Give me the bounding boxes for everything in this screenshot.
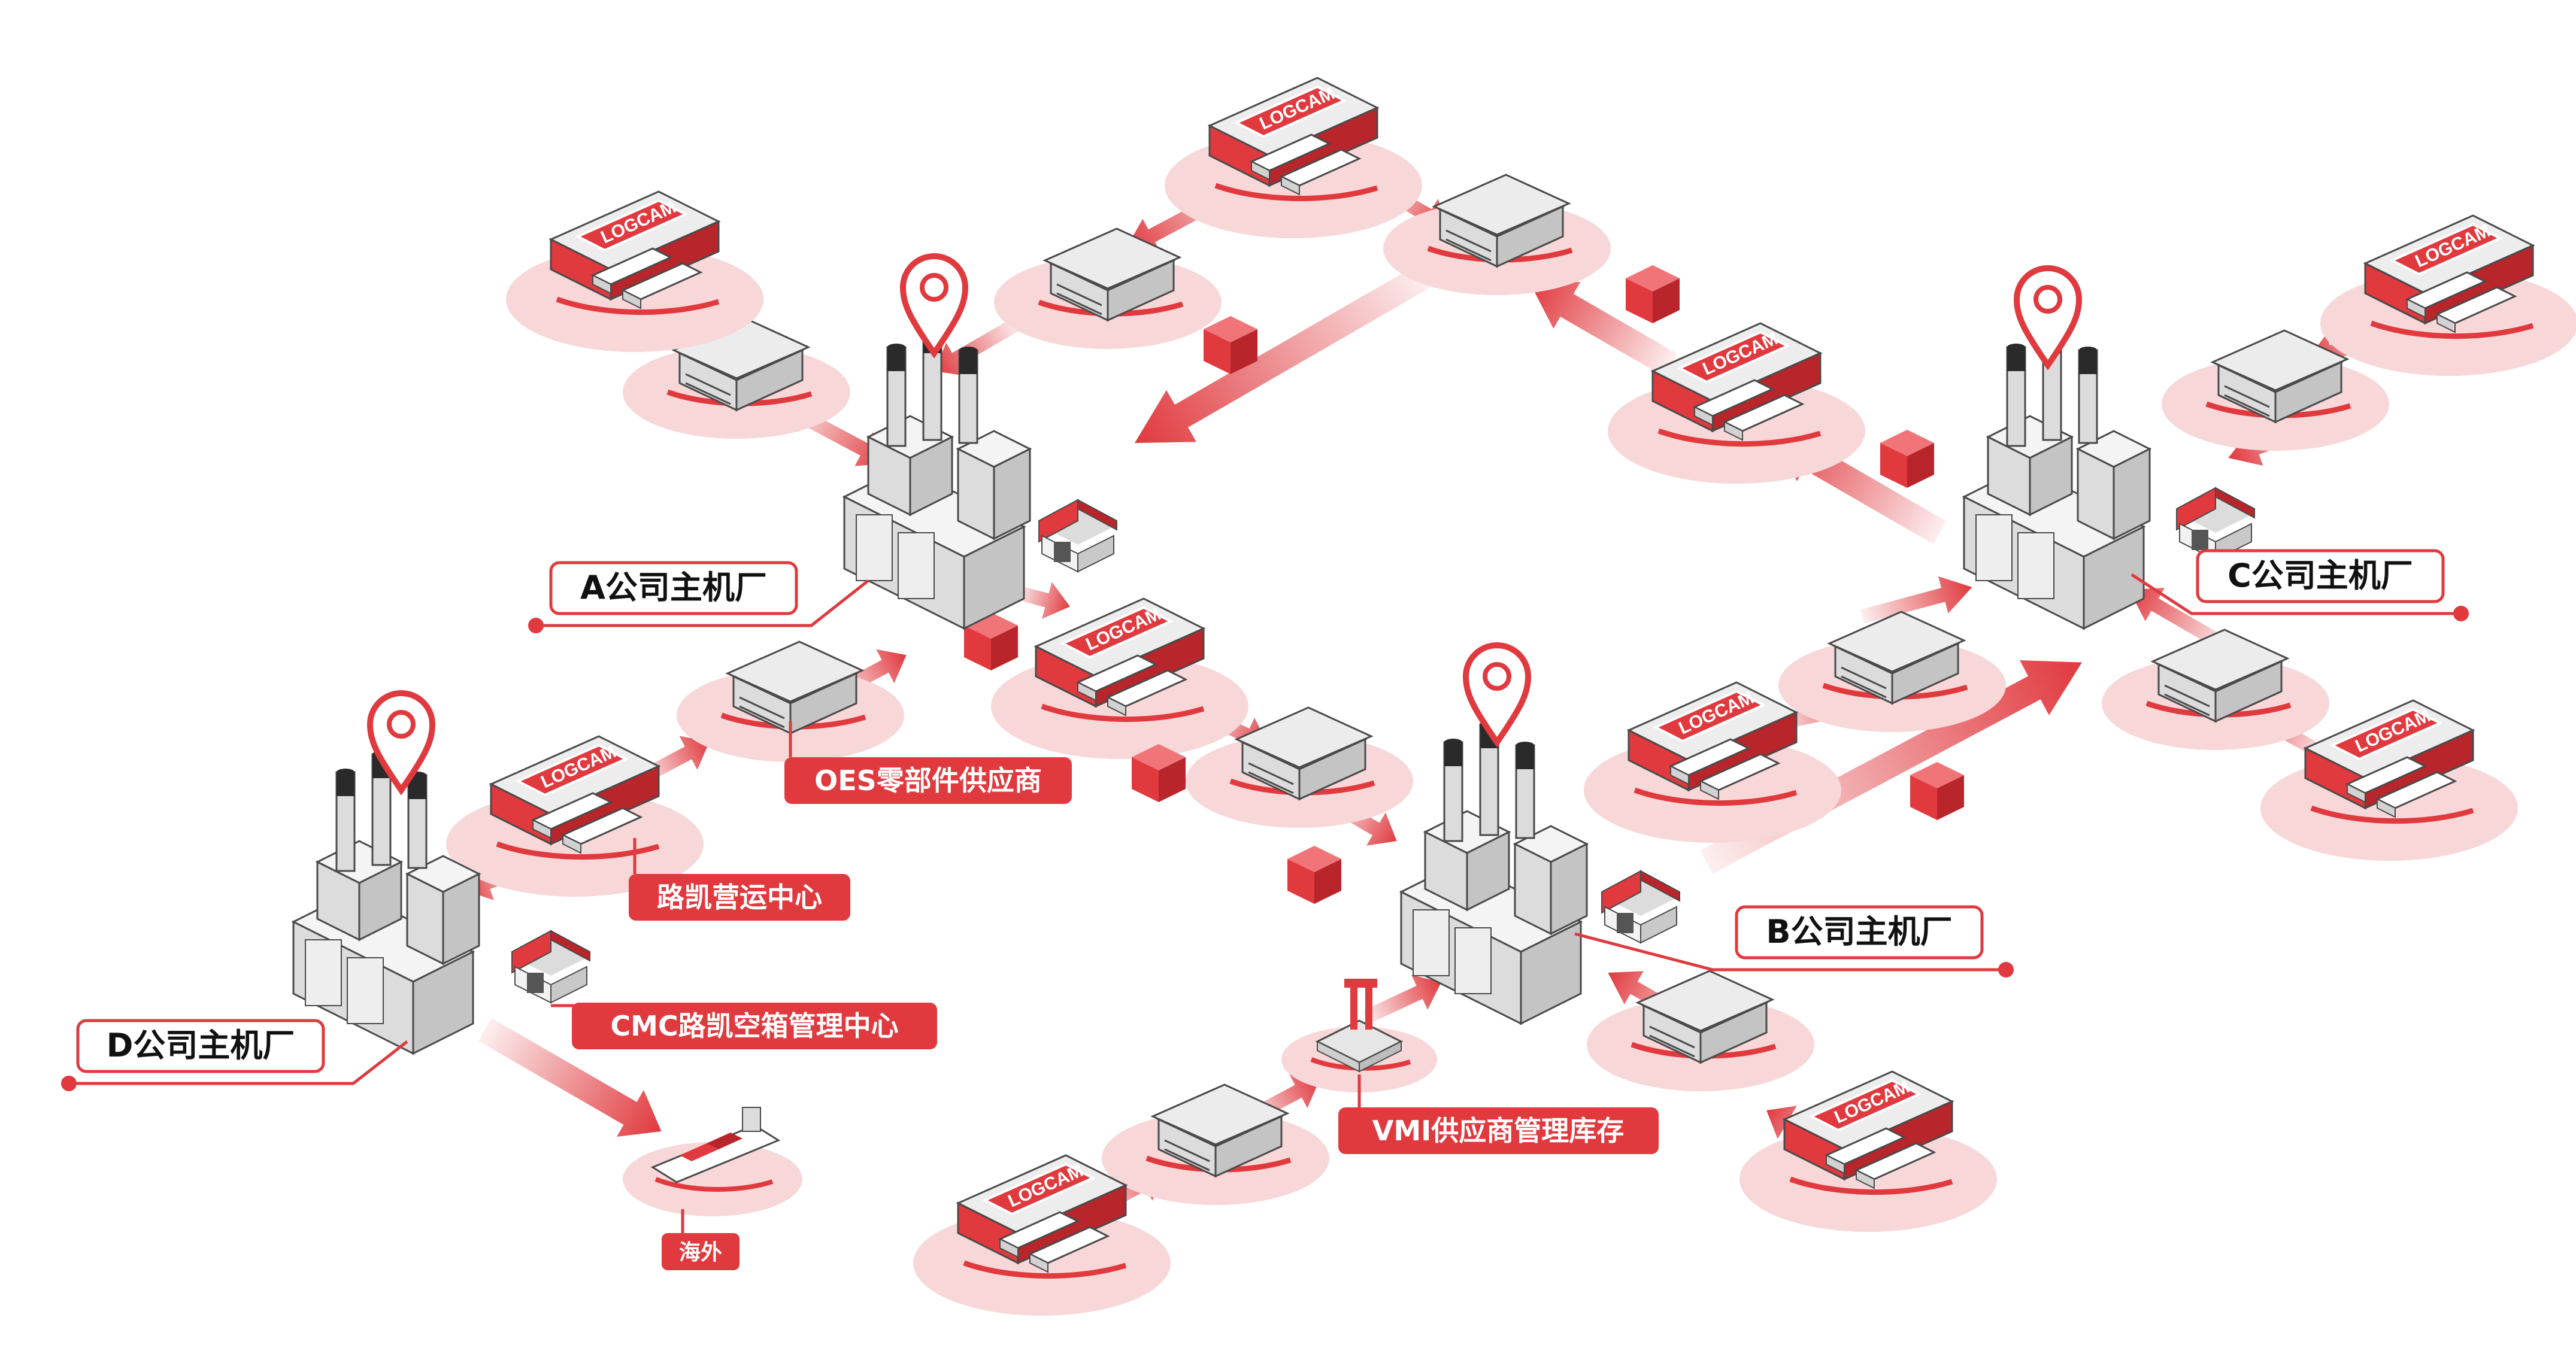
- vmi-tag-label: VMI供应商管理库存: [1372, 1115, 1625, 1147]
- plant-c-shed-icon: [2176, 487, 2255, 560]
- oes-tag-label: OES零部件供应商: [814, 764, 1042, 797]
- arrow-plant-a-to-box: [1016, 582, 1070, 619]
- overseas-ship: [623, 1107, 802, 1216]
- plant-c-label: C公司主机厂: [2228, 557, 2413, 594]
- plant-b-location-pin-icon: [1466, 645, 1528, 742]
- plant-b-shed-icon: [1601, 870, 1680, 943]
- plant-b-label: B公司主机厂: [1766, 913, 1952, 951]
- plant-b-label-group: B公司主机厂: [1574, 905, 2014, 978]
- cmc-tag-label: CMC路凯空箱管理中心: [610, 1010, 898, 1042]
- logcam-depot: LOGCAM: [1739, 1071, 1997, 1232]
- cmc-shed-icon: [511, 930, 590, 1003]
- plant-d-label-group: D公司主机厂: [61, 1019, 408, 1091]
- plant-c-location-pin-icon: [2017, 268, 2079, 365]
- vmi-station: [1281, 979, 1437, 1092]
- transit-warehouse: [1102, 1085, 1329, 1205]
- hub-tag-label: 路凯营运中心: [657, 881, 822, 913]
- arrow-c-to-depot: [1531, 282, 1677, 377]
- vmi-tag-group: VMI供应商管理库存: [1338, 1074, 1659, 1154]
- arrow-warehouse-to-c: [1860, 576, 1972, 624]
- logcam-depot: LOGCAM: [2320, 215, 2576, 376]
- plant-b: [1400, 645, 1588, 1025]
- plant-a-location-pin-icon: [903, 256, 965, 353]
- red-box-icon: [1880, 430, 1934, 488]
- plant-c-label-group: C公司主机厂: [2130, 549, 2469, 621]
- plant-a-label-group: A公司主机厂: [528, 561, 869, 633]
- plant-a-label: A公司主机厂: [580, 569, 767, 606]
- arrow-warehouse-to-c-lower: [2129, 588, 2231, 653]
- plant-c: [1963, 268, 2151, 630]
- overseas-tag-label: 海外: [679, 1240, 722, 1265]
- transit-warehouse: [1778, 612, 2006, 732]
- transit-warehouse: [994, 229, 1222, 349]
- oes-tag-group: OES零部件供应商: [784, 721, 1072, 804]
- logcam-depot: LOGCAM: [1165, 78, 1422, 238]
- red-box-icon: [1287, 846, 1341, 904]
- plant-d-label: D公司主机厂: [107, 1027, 295, 1064]
- arrow-hub-to-plant-a-main: [1135, 263, 1432, 443]
- red-box-icon: [1626, 265, 1680, 323]
- hub-tag-group: 路凯营运中心: [629, 838, 850, 921]
- arrow-vmi-to-plant-b: [1362, 975, 1441, 1024]
- red-box-icon: [1910, 762, 1964, 820]
- logcam-depot: LOGCAM: [506, 192, 763, 352]
- arrow-warehouse-to-plant-a-2: [935, 317, 1022, 376]
- cmc-tag-group: CMC路凯空箱管理中心: [551, 1003, 937, 1049]
- plant-d: [292, 693, 480, 1055]
- logcam-depot: LOGCAM: [991, 599, 1248, 759]
- overseas-tag-group: 海外: [662, 1209, 740, 1270]
- plant-a-shed-icon: [1038, 499, 1117, 572]
- transit-warehouse: [2102, 630, 2329, 750]
- arrow-plant-d-to-overseas: [478, 1018, 662, 1137]
